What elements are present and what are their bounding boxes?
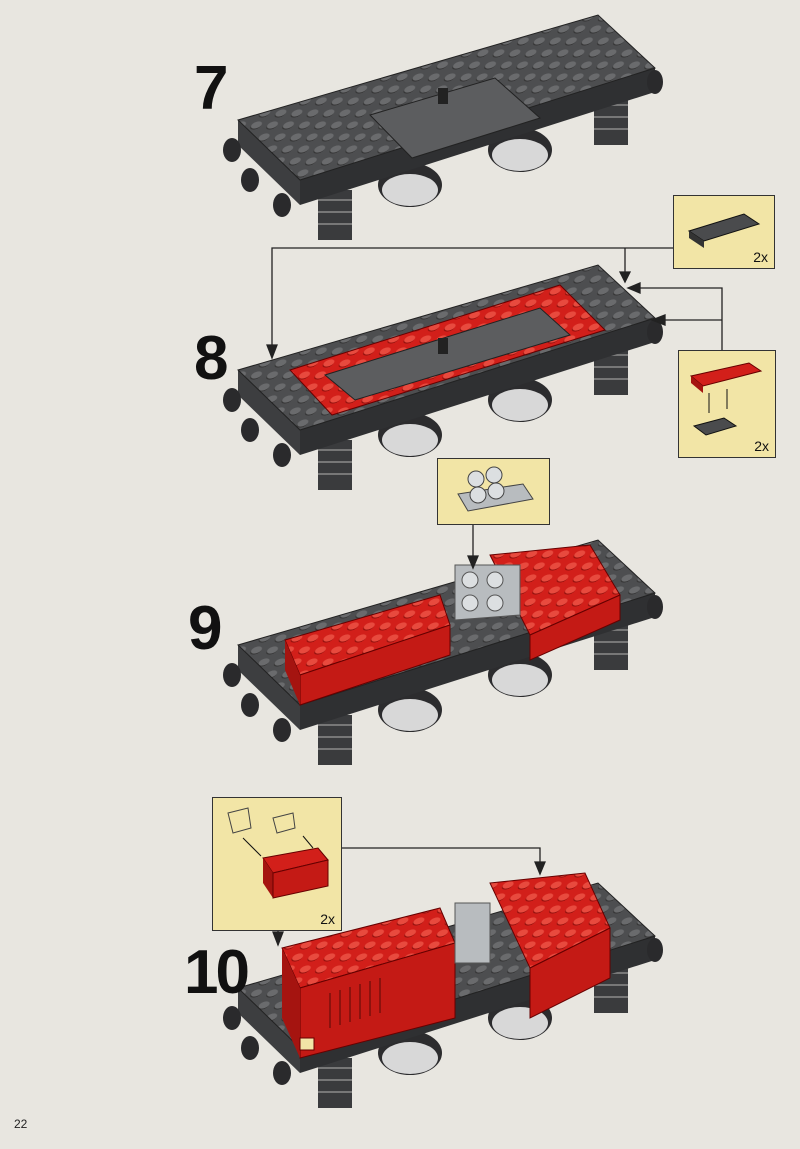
step-number-7: 7 [194,54,229,123]
step-8-chassis [222,264,664,491]
step-9-chassis [222,539,664,766]
quantity-label: 2x [320,911,335,927]
step-10-chassis [222,872,664,1109]
light-gray-part-icon [457,466,534,512]
page-number: 22 [14,1117,28,1131]
red-brick-with-tiles-part-icon [227,807,329,899]
step-number-8: 8 [194,324,229,393]
callout-step8-bracket-plate: 2x [673,195,775,269]
step-number-10: 10 [184,938,250,1007]
step-7-chassis [222,14,664,241]
quantity-label: 2x [753,249,768,265]
callout-step8-plates: 2x [678,350,776,458]
quantity-label: 2x [754,438,769,454]
callout-arrows [266,247,723,947]
callout-step10-brick-with-grilles: 2x [212,797,342,931]
bracket-plate-part-icon [687,213,761,248]
step-number-9: 9 [188,594,223,663]
red-and-gray-plate-parts-icon [689,362,763,436]
callout-step9-light-gray-assembly [437,458,550,525]
